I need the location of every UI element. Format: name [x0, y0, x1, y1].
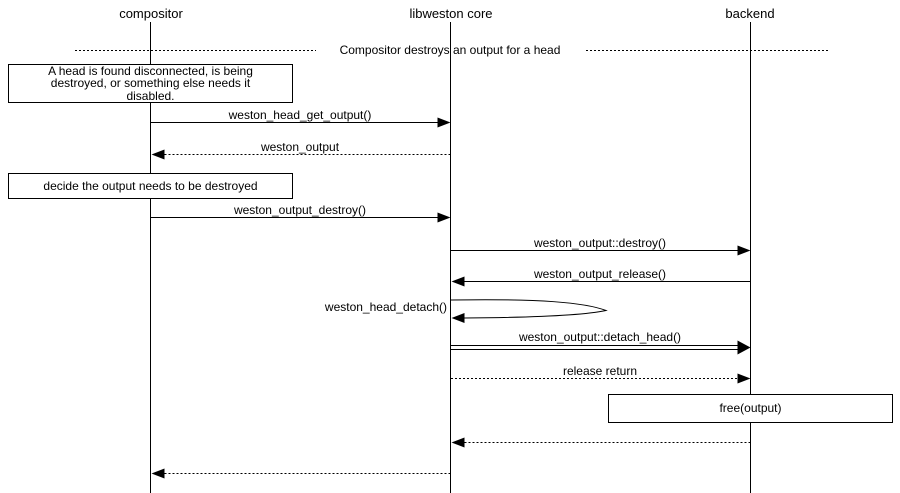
message-label-weston-output-destroy: weston_output_destroy() [233, 203, 367, 217]
self-message-loop-5 [450, 299, 608, 319]
participant-label-libweston-core: libweston core [409, 6, 493, 21]
note-line: decide the output needs to be destroyed [43, 178, 258, 193]
participant-label-compositor: compositor [119, 6, 183, 21]
note-line: A head is found disconnected, is being [48, 63, 253, 78]
participant-label-backend: backend [725, 6, 775, 21]
note-box-free-output: free(output) [608, 394, 893, 423]
arrowhead-right-7 [737, 373, 751, 384]
message-label-weston-output-detach-head: weston_output::detach_head() [518, 330, 682, 344]
message-label-weston-output-release: weston_output_release() [533, 267, 667, 281]
message-label-release-return: release return [562, 364, 638, 378]
note-box-head-disconnected: A head is found disconnected, is being d… [8, 64, 293, 103]
arrowhead-left-5 [451, 313, 465, 323]
note-line: disabled. [126, 88, 175, 103]
arrowhead-left-9 [151, 468, 165, 479]
note-line: free(output) [719, 401, 782, 416]
message-label-weston-output-destroy-vfunc: weston_output::destroy() [533, 236, 667, 250]
message-label-weston-head-get-output: weston_head_get_output() [228, 108, 372, 122]
arrowhead-left-4 [451, 276, 465, 287]
divider-label: Compositor destroys an output for a head [339, 43, 561, 57]
arrowhead-right-6 [737, 340, 751, 355]
arrowhead-right-3 [737, 245, 751, 256]
arrowhead-left-1 [151, 149, 165, 160]
note-box-decide-destroy: decide the output needs to be destroyed [8, 173, 293, 199]
arrowhead-right-0 [437, 117, 451, 128]
note-line: destroyed, or something else needs it [50, 76, 251, 91]
message-label-weston-output: weston_output [260, 140, 340, 154]
arrowhead-left-8 [451, 437, 465, 448]
message-label-weston-head-detach: weston_head_detach() [324, 300, 447, 314]
arrowhead-right-2 [437, 212, 451, 223]
